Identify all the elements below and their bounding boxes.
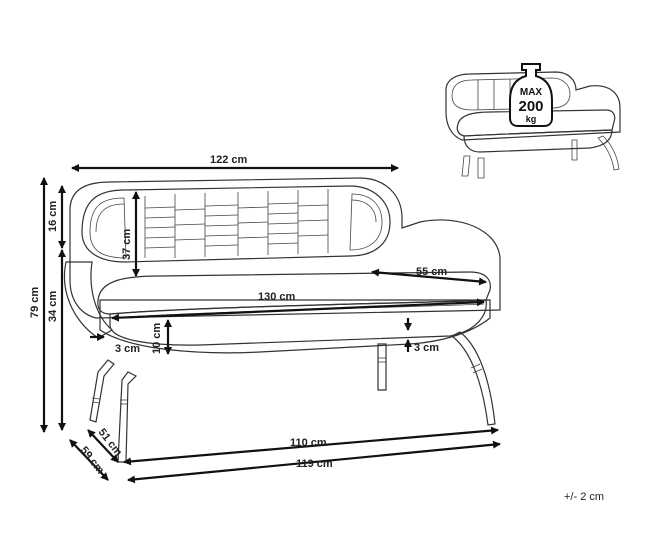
armrest-depth-label: 55 cm bbox=[416, 266, 447, 278]
back-height-label: 16 cm bbox=[47, 201, 59, 232]
bench-illustration bbox=[63, 177, 501, 463]
seat-height-label: 34 cm bbox=[47, 291, 59, 322]
leg-gap-label: 3 cm bbox=[414, 342, 439, 354]
cushion-thickness-label: 10 cm bbox=[151, 323, 163, 354]
max-load-value: 200 bbox=[518, 98, 543, 115]
seat-width-label: 130 cm bbox=[258, 291, 296, 303]
max-load-badge: MAX 200 kg bbox=[509, 63, 553, 127]
total-height-label: 79 cm bbox=[29, 287, 41, 318]
leg-span-front-label: 110 cm bbox=[290, 437, 327, 449]
leg-span-total-label: 119 cm bbox=[296, 458, 333, 470]
seat-apron bbox=[99, 299, 491, 354]
backrest-slats bbox=[89, 189, 383, 259]
tolerance-note: +/- 2 cm bbox=[564, 491, 604, 503]
side-gap-label: 3 cm bbox=[115, 343, 140, 355]
backrest-height-label: 37 cm bbox=[121, 229, 133, 260]
seat-cushion-front bbox=[109, 299, 487, 346]
backrest-panel bbox=[81, 185, 391, 263]
dimension-lines bbox=[40, 164, 501, 484]
max-load-unit: kg bbox=[526, 114, 537, 124]
total-depth-label: 59 cm bbox=[78, 444, 107, 476]
bench-legs bbox=[89, 331, 496, 463]
max-load-top: MAX bbox=[520, 87, 543, 98]
overall-width-label: 122 cm bbox=[210, 154, 248, 166]
weight-icon bbox=[509, 63, 553, 127]
backrest-frame bbox=[69, 177, 501, 319]
